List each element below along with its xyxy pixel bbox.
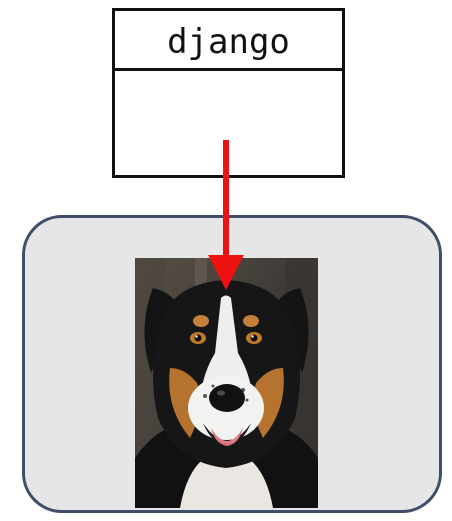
variable-box: django (112, 8, 345, 178)
dog-photo (135, 258, 318, 508)
reference-slot (115, 71, 342, 175)
variable-name: django (115, 11, 342, 71)
